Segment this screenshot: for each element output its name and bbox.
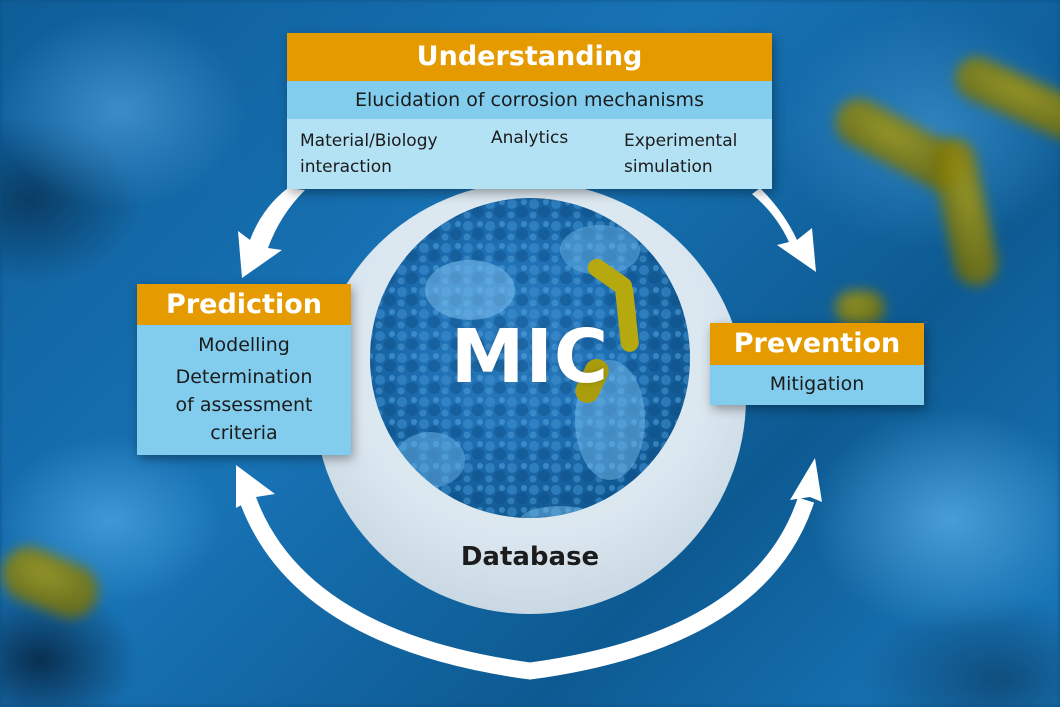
understanding-item-analytics: Analytics: [491, 128, 569, 148]
prediction-item-assessment: of assessment: [175, 394, 313, 416]
prevention-title: Prevention: [710, 323, 924, 365]
database-label: Database: [460, 542, 600, 572]
understanding-title: Understanding: [287, 33, 772, 81]
understanding-item-material-biology: Material/Biology interaction: [300, 131, 438, 177]
prediction-title: Prediction: [137, 284, 351, 325]
micrograph-circle: [370, 198, 690, 518]
arrowhead-right: [790, 458, 822, 502]
prevention-box: Prevention Mitigation: [710, 323, 924, 405]
prediction-item-criteria: criteria: [210, 422, 278, 444]
prediction-item-determination: Determination: [175, 366, 313, 388]
mic-label: MIC: [450, 314, 610, 400]
arrow-bottom-cycle: [240, 497, 815, 680]
bacterium-decor: [835, 290, 885, 326]
arrow-understanding-to-prediction: [238, 188, 305, 278]
arrowhead-left: [236, 465, 275, 508]
prevention-item-mitigation: Mitigation: [710, 365, 924, 405]
understanding-item-experimental-simulation: Experimental simulation: [624, 131, 738, 177]
prediction-box: Prediction Modelling Determination of as…: [137, 284, 351, 455]
understanding-items: Material/Biology interaction Analytics E…: [287, 119, 772, 189]
prediction-items: Modelling Determination of assessment cr…: [137, 325, 351, 455]
understanding-box: Understanding Elucidation of corrosion m…: [287, 33, 772, 189]
prediction-item-modelling: Modelling: [198, 334, 290, 356]
arrow-understanding-to-prevention: [752, 188, 816, 272]
understanding-subtitle: Elucidation of corrosion mechanisms: [287, 81, 772, 119]
